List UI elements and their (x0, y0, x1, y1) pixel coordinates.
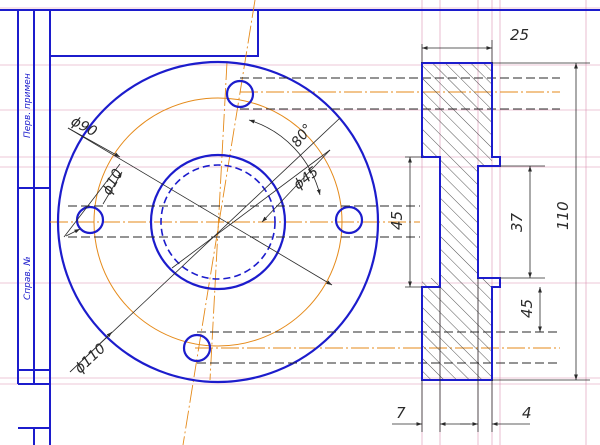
dim-height-110: 110 (554, 201, 572, 230)
dim-height-45-left: 45 (388, 211, 406, 230)
bolt-hole-top (225, 79, 255, 109)
dim-height-37: 37 (508, 212, 526, 232)
dim-width-4: 4 (522, 404, 532, 422)
bolt-hole-bottom (182, 333, 212, 363)
stamp-reference-no: Справ. № (23, 256, 33, 300)
bolt-hole-right (334, 205, 364, 235)
section-view (392, 40, 590, 432)
drawing-frame (0, 9, 600, 445)
flange-outer-circle (56, 60, 380, 384)
dim-width-25: 25 (510, 26, 529, 44)
dim-diameter-110: ϕ110 (72, 341, 109, 377)
bolt-hole-left (75, 205, 105, 235)
stamp-first-use: Перв. примен (23, 73, 33, 138)
bore-hidden-circle (160, 164, 276, 280)
hub-circle (149, 153, 287, 291)
dim-width-7: 7 (396, 404, 406, 422)
dim-diameter-45: ϕ45 (291, 164, 322, 193)
dim-height-45-right: 45 (518, 299, 536, 318)
front-view (50, 0, 560, 445)
dim-diameter-10: ϕ10 (99, 166, 126, 197)
